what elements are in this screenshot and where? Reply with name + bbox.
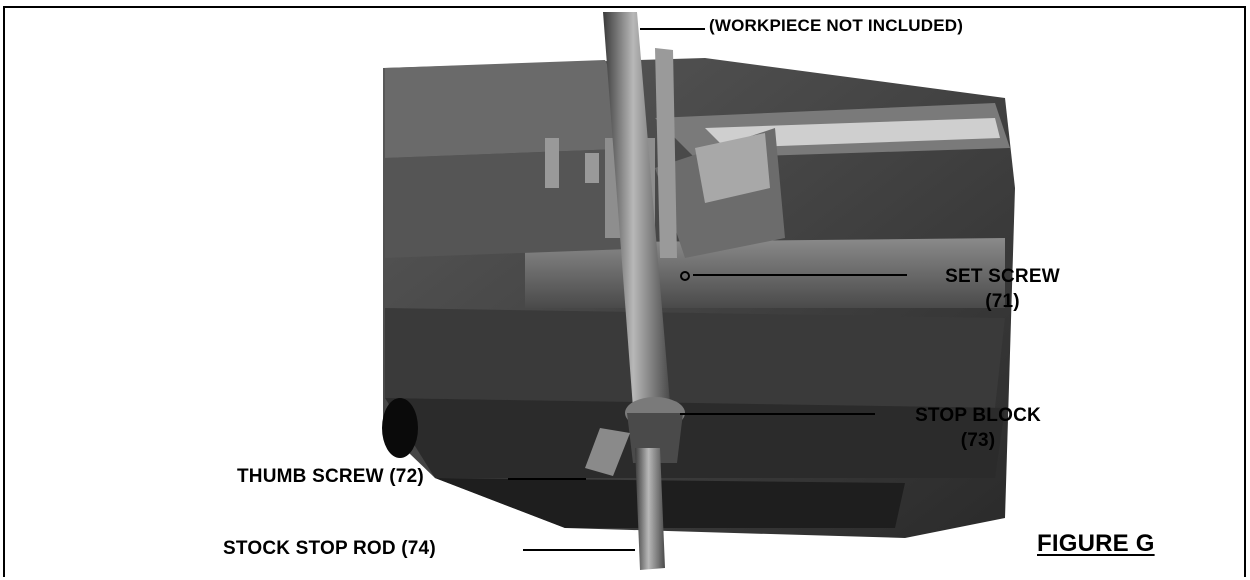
workpiece-rod [603, 12, 670, 408]
workpiece-label: (WORKPIECE NOT INCLUDED) [709, 16, 964, 35]
stock-stop-rod [635, 448, 665, 570]
stock-stop-rod-label: STOCK STOP ROD (74) [223, 538, 436, 559]
set-screw-label-line2: (71) [985, 291, 1020, 312]
set-screw-label: SET SCREW (71) [910, 264, 1095, 314]
workpiece-leader [640, 28, 705, 30]
vise-jaw [655, 48, 677, 258]
set-screw-label-line1: SET SCREW [945, 266, 1060, 287]
thumb-screw-part [585, 428, 630, 476]
stop-block-leader [680, 413, 875, 415]
set-screw-marker [680, 271, 690, 281]
figure-label: FIGURE G [1037, 530, 1155, 557]
stop-block-label-line2: (73) [960, 430, 996, 451]
saw-body [382, 58, 1015, 538]
thumb-screw-leader [508, 478, 586, 480]
thumb-screw-label: THUMB SCREW (72) [237, 466, 424, 487]
set-screw-leader [693, 274, 907, 276]
figure-frame: (WORKPIECE NOT INCLUDED) SET SCREW (71) … [3, 6, 1246, 577]
stop-block-label: STOP BLOCK (73) [878, 403, 1078, 453]
saw-photo [382, 12, 1015, 570]
stop-block-label-line1: STOP BLOCK [915, 405, 1041, 426]
stock-stop-leader [523, 549, 635, 551]
